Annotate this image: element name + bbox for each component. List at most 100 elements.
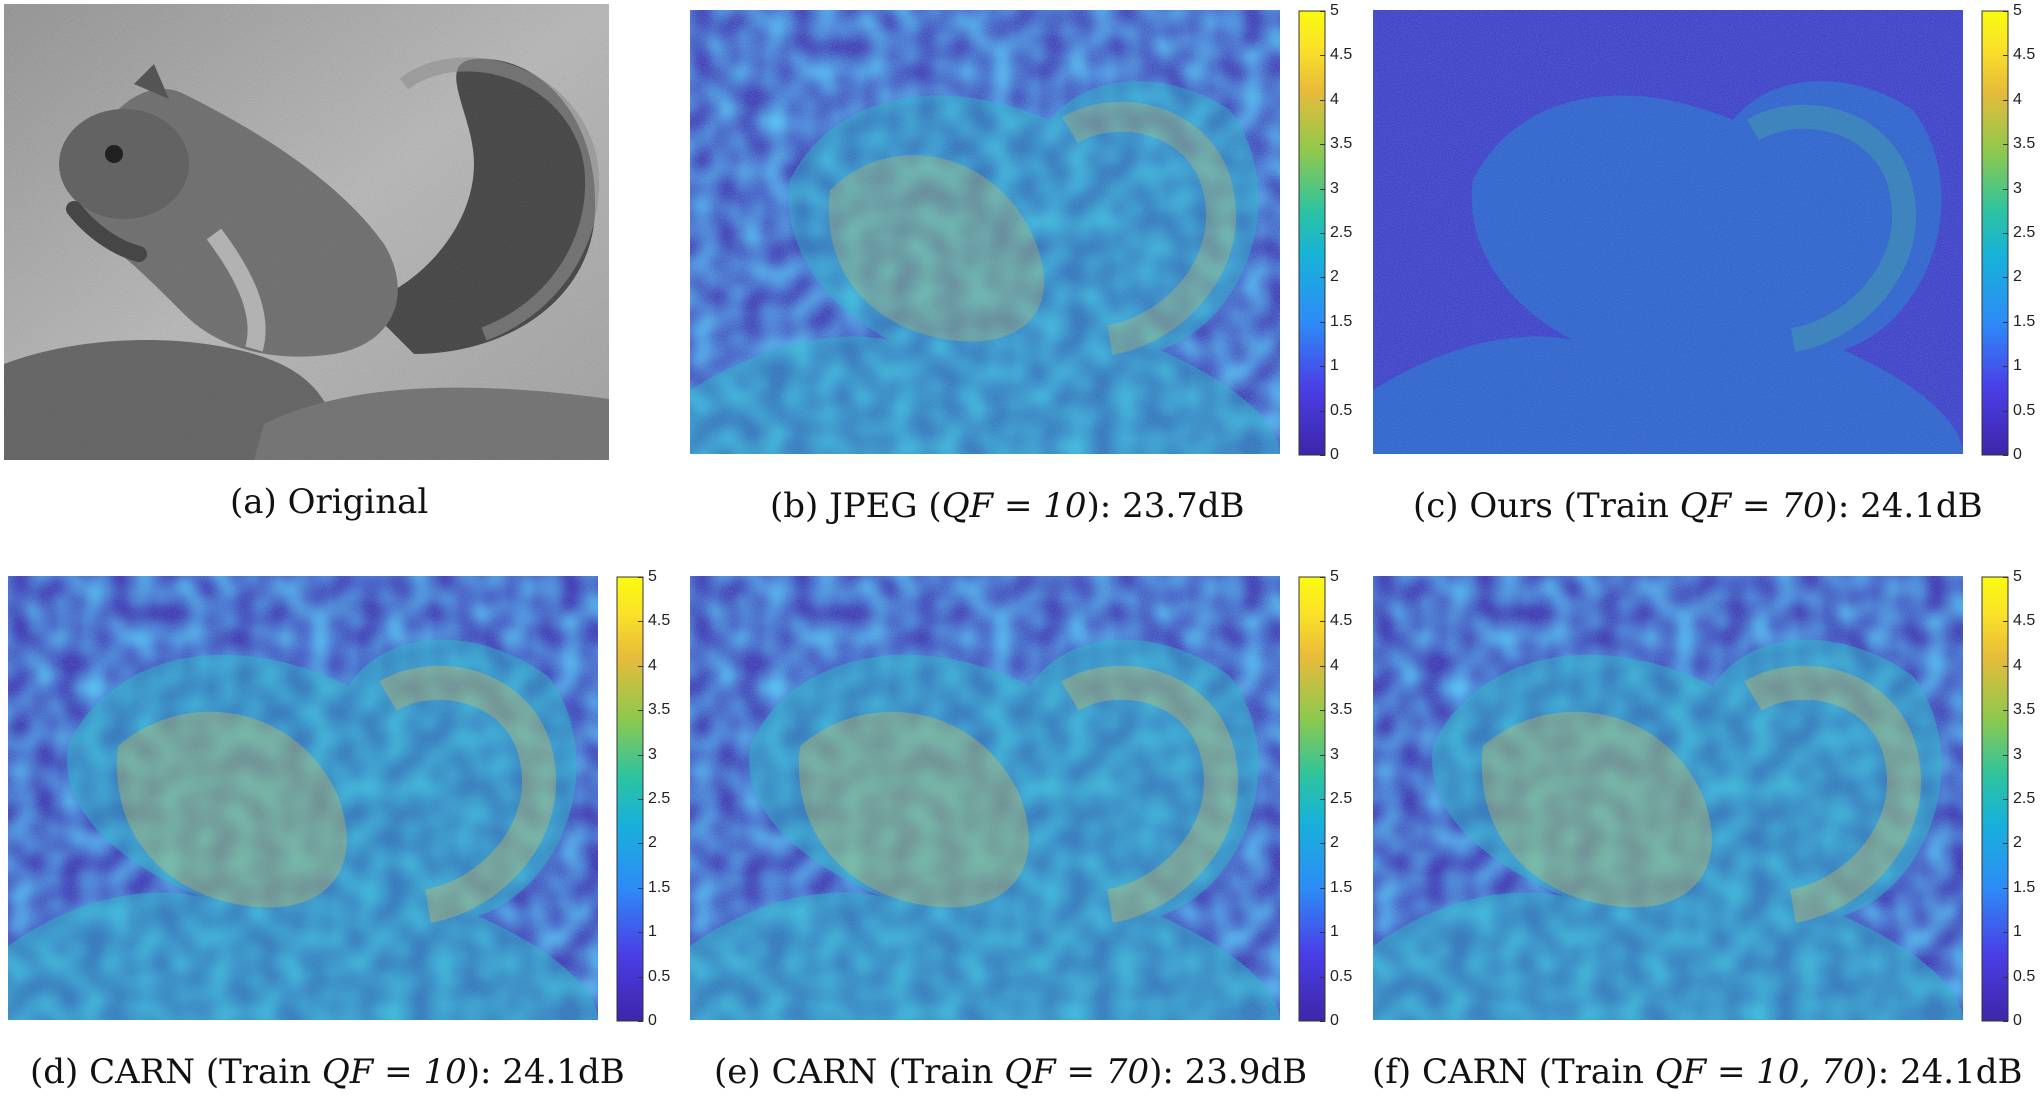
colorbar-tick-label: 5 [648,568,657,585]
colorbar-tick-mark [2003,410,2008,412]
colorbar-tick-label: 2 [1330,834,1339,852]
colorbar-tick-label: 0 [2013,1012,2022,1029]
colorbar-tick-label: 5 [1330,2,1339,19]
error-map-e [690,576,1280,1020]
colorbar-tick-mark [2003,188,2008,190]
colorbar-tick-mark [2003,277,2008,279]
colorbar-tick-label: 2 [2013,834,2022,852]
colorbar-tick-mark [1320,277,1325,279]
colorbar-tick-label: 0 [648,1012,657,1029]
colorbar-tick-label: 4 [1330,90,1339,108]
colorbar-tick-mark [1320,1021,1325,1022]
colorbar-tick-label: 4.5 [1330,46,1353,64]
colorbar-tick-label: 1 [2013,923,2022,941]
colorbar-tick-mark [2003,366,2008,368]
colorbar-tick-mark [2003,665,2008,667]
colorbar-tick-label: 3.5 [1330,135,1353,153]
colorbar-tick-label: 4 [648,656,657,674]
colorbar-tick-mark [638,799,643,800]
colorbar-tick-mark [1320,321,1325,323]
colorbar-tick-label: 0 [1330,1012,1339,1029]
colorbar-tick-mark [2003,932,2008,934]
colorbar-tick-label: 3 [1330,745,1339,763]
colorbar-tick-label: 4.5 [1330,612,1353,630]
colorbar-tick-mark [2003,710,2008,712]
colorbar-tick-mark [2003,843,2008,845]
colorbar-tick-label: 4.5 [648,612,671,630]
colorbar-tick-mark [638,754,643,756]
colorbar-tick-mark [2003,321,2008,323]
original-photo [4,4,609,460]
colorbar-tick-mark [638,577,643,578]
colorbar-tick-mark [638,621,643,623]
colorbar-tick-label: 4 [2013,656,2022,674]
colorbar-tick-label: 1.5 [648,878,671,896]
colorbar-tick-mark [638,843,643,845]
colorbar-tick-mark [2003,754,2008,756]
colorbar-tick-label: 3.5 [648,701,671,719]
colorbar-tick-label: 3 [1330,179,1339,197]
colorbar-tick-label: 3 [2013,745,2022,763]
colorbar-tick-label: 5 [1330,568,1339,585]
colorbar-tick-mark [1320,932,1325,934]
colorbar-tick-mark [638,710,643,712]
colorbar-tick-mark [1320,976,1325,978]
caption-d: (d) CARN (Train QF = 10): 24.1dB [30,1052,625,1092]
colorbar-tick-label: 0.5 [1330,967,1353,985]
colorbar-tick-label: 0.5 [648,967,671,985]
colorbar-tick-label: 2.5 [1330,790,1353,807]
colorbar-tick-label: 1 [648,923,657,941]
colorbar-tick-mark [2003,1021,2008,1022]
colorbar-tick-label: 3.5 [2013,701,2036,719]
caption-a: (a) Original [230,482,429,522]
colorbar-tick-mark [1320,799,1325,800]
colorbar-tick-label: 1 [1330,923,1339,941]
colorbar-tick-mark [2003,976,2008,978]
colorbar-tick-label: 2.5 [1330,224,1353,241]
colorbar-tick-mark [2003,887,2008,889]
colorbar-tick-mark [2003,233,2008,234]
colorbar-tick-mark [1320,887,1325,889]
colorbar-tick-label: 2 [648,834,657,852]
caption-b: (b) JPEG (QF = 10): 23.7dB [770,486,1245,526]
colorbar-tick-label: 1 [1330,357,1339,375]
colorbar-tick-mark [1320,144,1325,146]
colorbar-tick-mark [1320,843,1325,845]
colorbar-tick-mark [638,932,643,934]
error-map-c [1373,10,1963,454]
colorbar-tick-label: 2 [1330,268,1339,286]
colorbar-tick-mark [1320,11,1325,12]
caption-c: (c) Ours (Train QF = 70): 24.1dB [1413,486,1983,526]
colorbar-tick-mark [2003,144,2008,146]
colorbar-tick-label: 2 [2013,268,2022,286]
colorbar-tick-label: 2.5 [2013,224,2036,241]
colorbar-tick-mark [1320,188,1325,190]
colorbar-tick-mark [638,1021,643,1022]
colorbar-tick-label: 0.5 [2013,401,2036,419]
colorbar-tick-label: 5 [2013,2,2022,19]
colorbar-tick-mark [2003,99,2008,101]
colorbar-tick-label: 0 [1330,446,1339,463]
colorbar-tick-mark [638,976,643,978]
colorbar-tick-label: 1.5 [2013,878,2036,896]
error-map-f [1373,576,1963,1020]
colorbar-tick-label: 3 [2013,179,2022,197]
colorbar-tick-label: 2.5 [648,790,671,807]
colorbar-tick-label: 0.5 [2013,967,2036,985]
colorbar-tick-label: 1.5 [1330,312,1353,330]
colorbar-tick-mark [1320,621,1325,623]
error-map-d [8,576,598,1020]
colorbar-tick-label: 4 [1330,656,1339,674]
colorbar-tick-mark [1320,410,1325,412]
error-map-b [690,10,1280,454]
colorbar-tick-mark [2003,577,2008,578]
colorbar-tick-mark [1320,99,1325,101]
colorbar-tick-mark [2003,455,2008,456]
colorbar-tick-mark [638,665,643,667]
colorbar-tick-mark [1320,55,1325,57]
